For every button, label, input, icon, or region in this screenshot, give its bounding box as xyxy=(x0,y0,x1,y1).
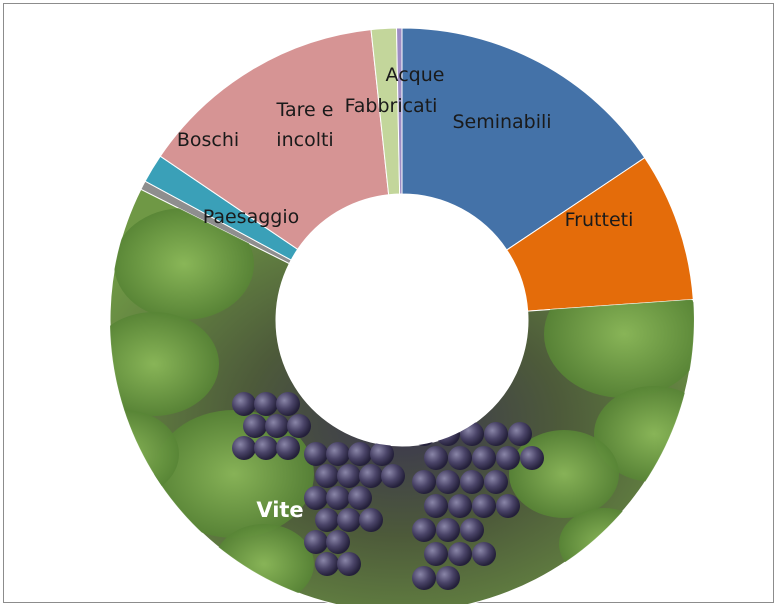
grape-berry-shape xyxy=(496,446,520,470)
grape-berry-shape xyxy=(424,542,448,566)
grape-berry-shape xyxy=(315,552,339,576)
grape-berry-shape xyxy=(448,542,472,566)
grape-berry-shape xyxy=(436,566,460,590)
grape-berry-shape xyxy=(304,442,328,466)
grape-berry-shape xyxy=(448,446,472,470)
grape-berry-shape xyxy=(424,494,448,518)
vine-leaf-shape xyxy=(110,312,219,416)
grape-berry-shape xyxy=(520,446,544,470)
grape-berry-shape xyxy=(359,508,383,532)
vine-leaf-shape xyxy=(559,508,649,580)
grape-berry-shape xyxy=(326,486,350,510)
grape-berry-shape xyxy=(412,566,436,590)
grape-berry-shape xyxy=(348,486,372,510)
grape-berry-shape xyxy=(287,414,311,438)
grape-berry-shape xyxy=(436,518,460,542)
label-seminabili: Seminabili xyxy=(452,111,551,133)
grape-berry-shape xyxy=(304,530,328,554)
grape-berry-shape xyxy=(265,414,289,438)
vine-leaf-shape xyxy=(110,410,179,498)
grape-berry-shape xyxy=(254,436,278,460)
grape-berry-shape xyxy=(472,494,496,518)
grape-berry-shape xyxy=(472,446,496,470)
label-fabbricati: Fabbricati xyxy=(345,95,438,117)
label-boschi: Boschi xyxy=(177,129,239,151)
grape-berry-shape xyxy=(484,470,508,494)
grape-berry-shape xyxy=(460,518,484,542)
grape-berry-shape xyxy=(254,392,278,416)
grape-berry-shape xyxy=(232,436,256,460)
grape-berry-shape xyxy=(276,436,300,460)
grape-berry-shape xyxy=(359,464,383,488)
grape-berry-shape xyxy=(232,392,256,416)
grape-berry-shape xyxy=(304,486,328,510)
grape-berry-shape xyxy=(381,464,405,488)
grape-berry-shape xyxy=(436,422,460,446)
label-paesaggio: Paesaggio xyxy=(203,206,300,228)
grape-berry-shape xyxy=(326,530,350,554)
grape-berry-shape xyxy=(337,508,361,532)
label-vite: Vite xyxy=(256,498,303,522)
grape-berry-shape xyxy=(412,422,436,446)
label-acque: Acque xyxy=(386,64,445,86)
grape-berry-shape xyxy=(337,552,361,576)
slice-tare-e-incolti xyxy=(159,29,390,251)
grape-berry-shape xyxy=(496,494,520,518)
slice-seminabili xyxy=(401,27,646,251)
grape-berry-shape xyxy=(448,494,472,518)
grape-berry-shape xyxy=(326,442,350,466)
grape-berry-shape xyxy=(315,464,339,488)
grape-berry-shape xyxy=(337,464,361,488)
grape-berry-shape xyxy=(460,422,484,446)
grape-berry-shape xyxy=(276,392,300,416)
label-frutteti: Frutteti xyxy=(565,209,634,231)
vine-leaf-shape xyxy=(114,208,254,320)
grape-berry-shape xyxy=(424,446,448,470)
grape-berry-shape xyxy=(370,442,394,466)
grape-berry-shape xyxy=(436,470,460,494)
grape-berry-shape xyxy=(484,422,508,446)
grape-berry-shape xyxy=(460,470,484,494)
grape-berry-shape xyxy=(412,470,436,494)
vine-leaf-shape xyxy=(214,524,314,604)
grape-berry-shape xyxy=(243,414,267,438)
grape-berry-shape xyxy=(348,442,372,466)
grape-berry-shape xyxy=(508,422,532,446)
grape-berry-shape xyxy=(315,508,339,532)
grape-berry-shape xyxy=(472,542,496,566)
slice-acque xyxy=(396,27,403,195)
grape-berry-shape xyxy=(412,518,436,542)
